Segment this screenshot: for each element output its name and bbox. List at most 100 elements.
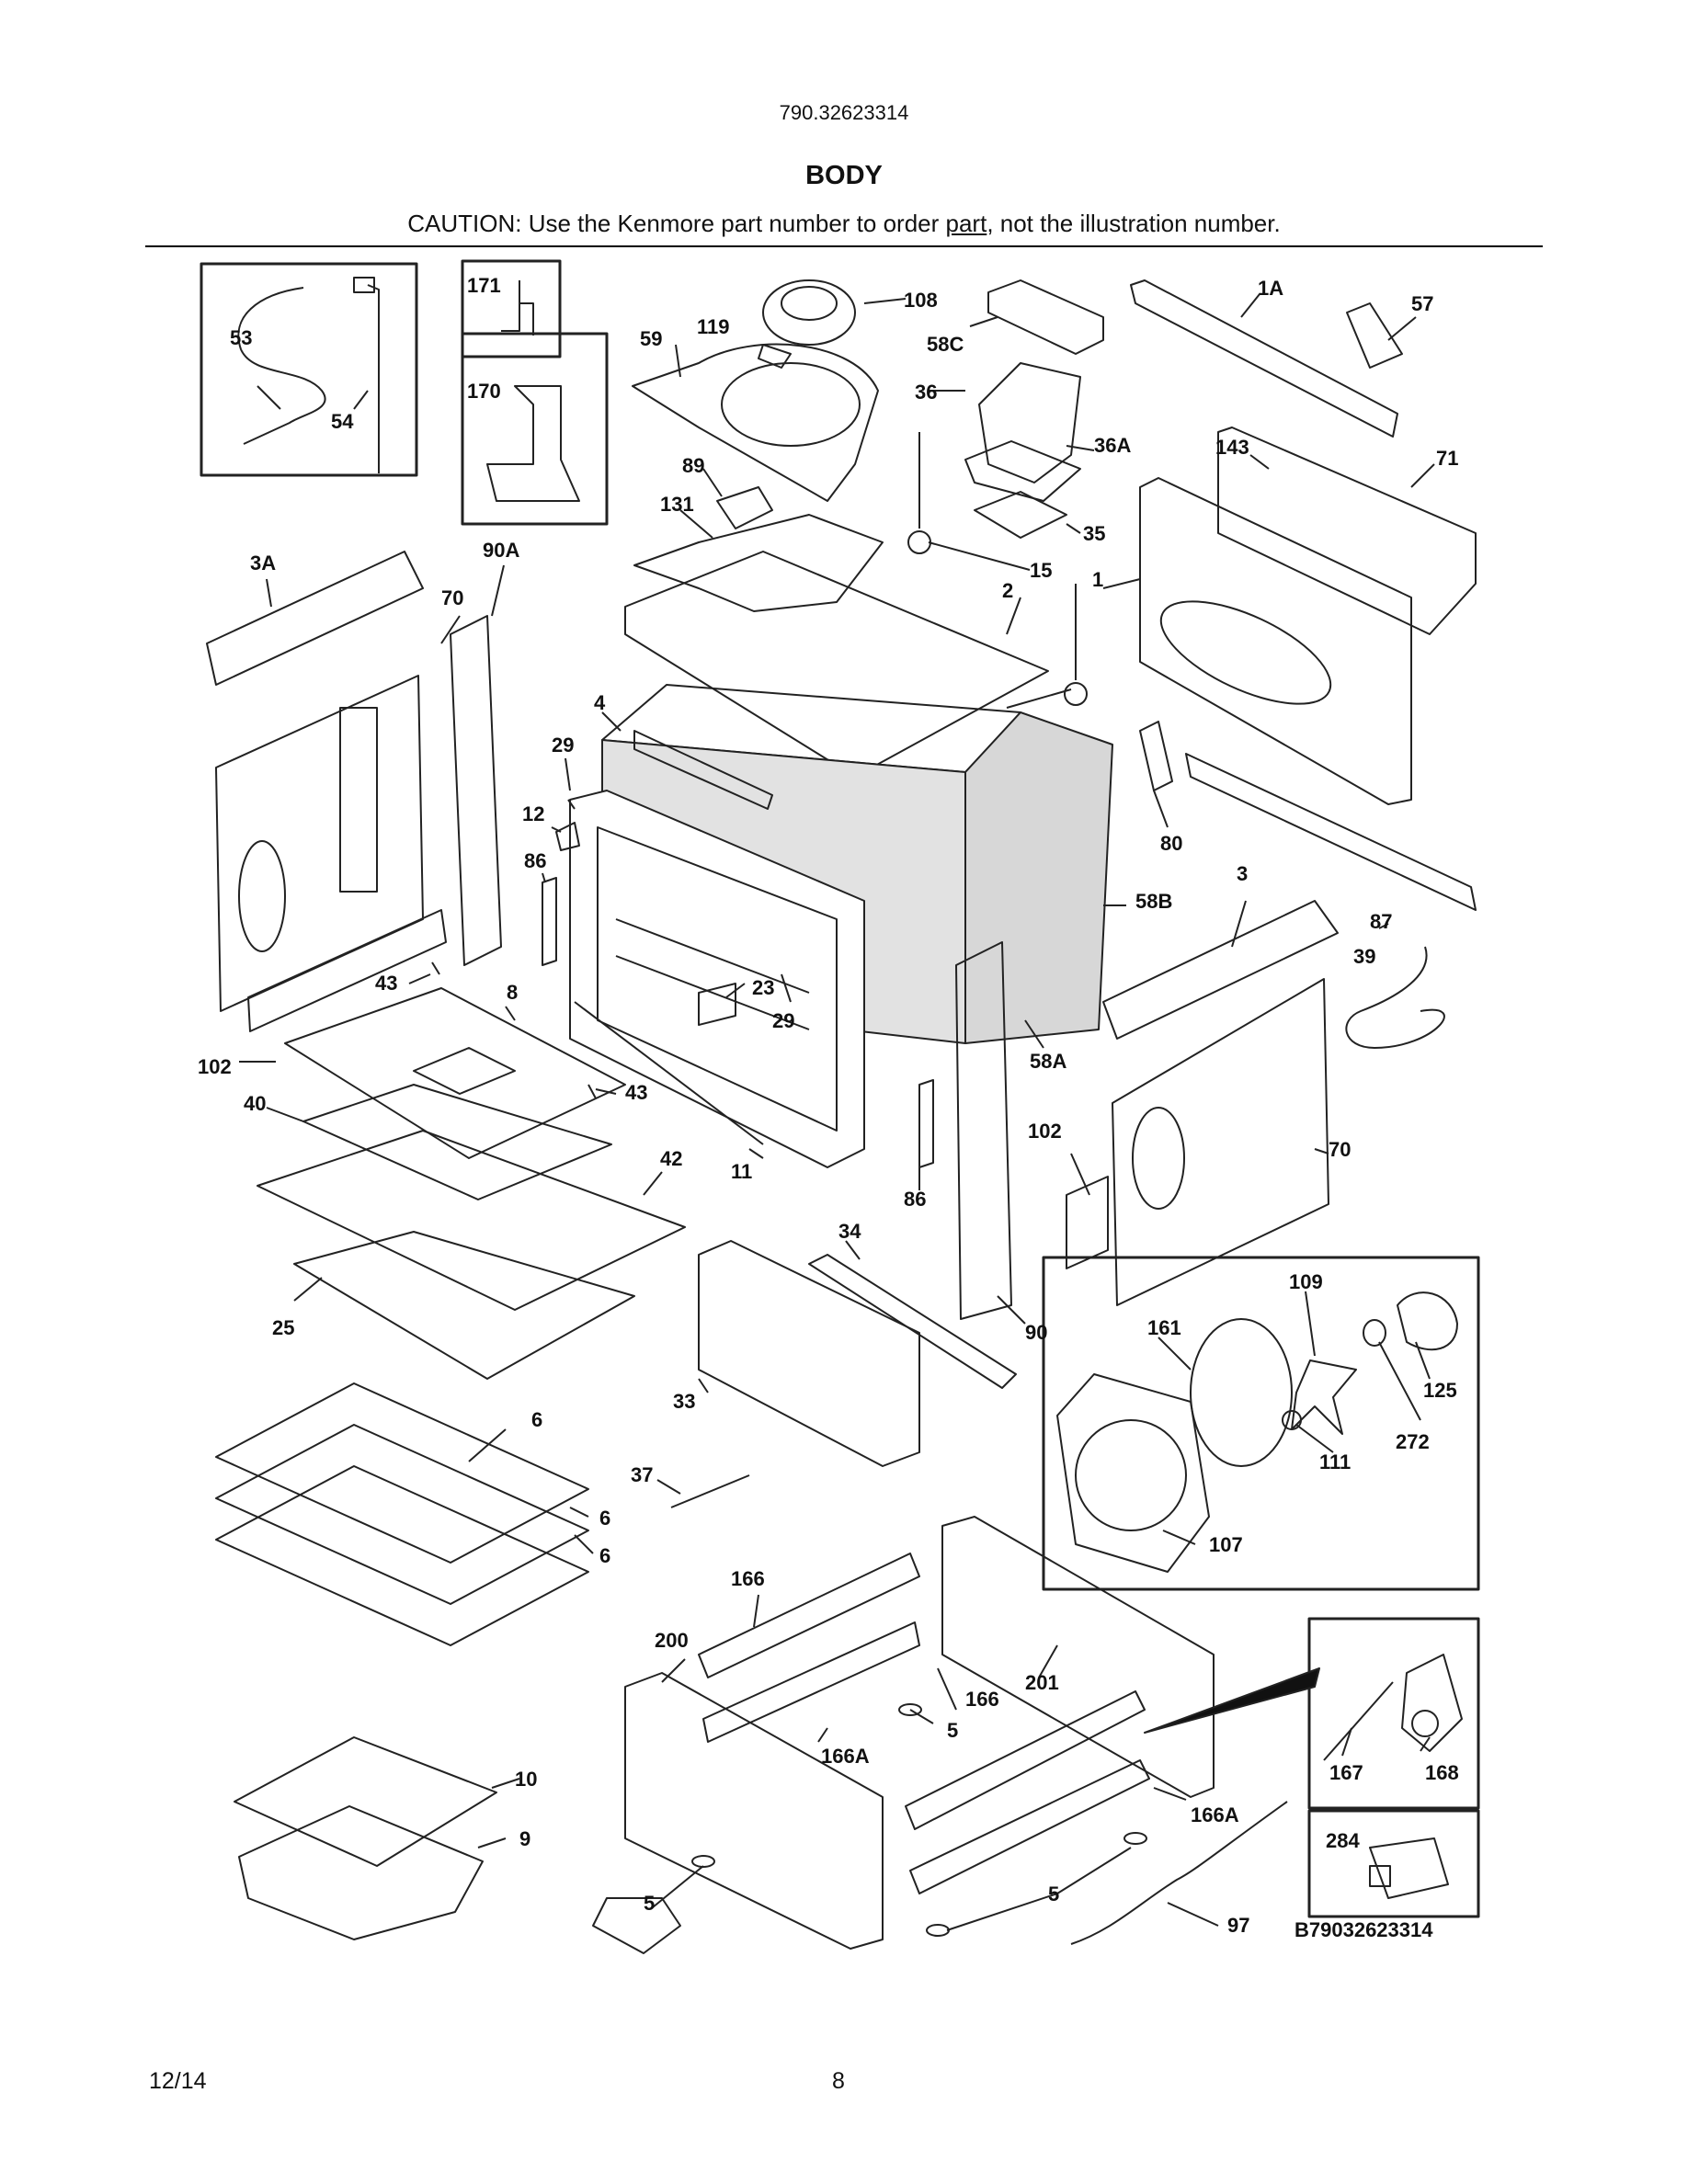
- blower-motor-top: [781, 286, 838, 321]
- callout-11: 11: [731, 1160, 752, 1183]
- callout-58A: 58A: [1030, 1050, 1066, 1073]
- rear-panel-1: [1139, 477, 1412, 805]
- trim-102-right: [1066, 1176, 1109, 1269]
- base-frame-200: [624, 1672, 884, 1950]
- vent-duct-36: [978, 362, 1081, 483]
- callout-143: 143: [1215, 436, 1249, 459]
- callout-39: 39: [1353, 945, 1375, 968]
- callout-4: 4: [594, 691, 606, 714]
- bracket-171: [501, 280, 534, 336]
- callout-87: 87: [1370, 910, 1392, 933]
- callout-5-c: 5: [1048, 1883, 1059, 1905]
- callout-111: 111: [1319, 1450, 1351, 1473]
- caution-text-end: , not the illustration number.: [987, 210, 1281, 237]
- power-cord-39: [1345, 946, 1445, 1049]
- drawing-code: B79032623314: [1295, 1918, 1433, 1941]
- bake-element-rail: [615, 918, 810, 1030]
- spacer-272: [1363, 1319, 1386, 1347]
- oven-rack-2: [215, 1424, 589, 1605]
- callout-36A: 36A: [1094, 434, 1131, 457]
- trim-102-left: [247, 909, 447, 1032]
- fan-nut-111: [1282, 1410, 1302, 1430]
- callout-37: 37: [631, 1463, 653, 1486]
- callout-166-left: 166: [731, 1567, 765, 1590]
- vent-gasket-35: [974, 491, 1067, 539]
- callout-23: 23: [752, 976, 774, 999]
- rear-top-rail-1A: [1130, 279, 1398, 438]
- base-rail-166-right: [905, 1690, 1146, 1830]
- callout-89: 89: [682, 454, 704, 477]
- inset-box-171: [461, 259, 562, 358]
- leveling-leg-5d: [926, 1924, 950, 1937]
- callout-42: 42: [660, 1147, 682, 1170]
- callout-25: 25: [272, 1316, 294, 1339]
- callout-86-right: 86: [904, 1188, 926, 1211]
- oven-door-opening: [597, 826, 838, 1132]
- callout-6-bottom: 6: [599, 1544, 610, 1567]
- convection-element-161: [1190, 1318, 1293, 1467]
- callout-97: 97: [1227, 1914, 1249, 1937]
- inset-box-convection: [1042, 1256, 1480, 1591]
- callout-70-right: 70: [1329, 1138, 1351, 1161]
- hinge-rod-167: [1323, 1681, 1394, 1761]
- inset-box-170: [461, 332, 609, 526]
- leader-lines: [239, 293, 1435, 1931]
- callout-201: 201: [1025, 1671, 1059, 1694]
- side-rail-3: [1102, 900, 1339, 1040]
- sensor-89: [716, 486, 773, 529]
- callout-70-left: 70: [441, 586, 463, 609]
- callout-108: 108: [904, 289, 938, 312]
- callout-272: 272: [1396, 1430, 1430, 1453]
- base-rail-166A-left: [702, 1621, 920, 1743]
- rear-panel-fan-ring: [1159, 600, 1332, 705]
- caution-notice: CAUTION: Use the Kenmore part number to …: [0, 210, 1688, 238]
- caution-underlined-word: part: [945, 210, 987, 237]
- header-rule: [145, 245, 1543, 247]
- caution-text: CAUTION: Use the Kenmore part number to …: [407, 210, 946, 237]
- side-panel-70-left: [215, 675, 424, 1012]
- rear-liner-71: [1217, 427, 1477, 635]
- callout-9: 9: [519, 1827, 530, 1850]
- callout-58B: 58B: [1135, 890, 1172, 913]
- screw-29: [567, 799, 576, 810]
- temp-sensor-bulb-b: [1064, 682, 1088, 706]
- callout-1: 1: [1092, 568, 1103, 591]
- door-gasket-11: [574, 1001, 764, 1145]
- callout-5-a: 5: [947, 1719, 958, 1742]
- hinge-receiver-86a: [542, 877, 557, 966]
- callout-166-right: 166: [965, 1688, 999, 1711]
- callout-2: 2: [1002, 579, 1013, 602]
- callout-166A-right: 166A: [1191, 1803, 1239, 1826]
- callout-102-right: 102: [1028, 1120, 1062, 1143]
- strip-58B: [1006, 688, 1072, 709]
- callout-6-middle: 6: [599, 1507, 610, 1530]
- support-bar-4: [633, 730, 773, 810]
- convection-fan-grille: [1075, 1419, 1187, 1531]
- bottom-pan-inner: [413, 1047, 516, 1095]
- side-panel-window-right: [1132, 1107, 1185, 1210]
- callout-86-left: 86: [524, 849, 546, 872]
- callout-167: 167: [1329, 1761, 1363, 1784]
- model-number: 790.32623314: [779, 101, 909, 124]
- drawer-box-42: [257, 1130, 686, 1311]
- callout-8: 8: [507, 981, 518, 1004]
- callout-1A: 1A: [1258, 277, 1283, 300]
- inset-box-probe: [200, 262, 418, 477]
- side-rail-3A: [206, 551, 424, 686]
- side-panel-70-right: [1112, 978, 1329, 1306]
- callout-53: 53: [230, 326, 252, 349]
- callout-54: 54: [331, 410, 354, 433]
- base-frame-201: [941, 1516, 1215, 1798]
- blower-ring: [721, 362, 861, 447]
- callout-labels: 53 54 171 170 119 108 59 58C 36 36A 35 8…: [198, 274, 1459, 1941]
- blower-housing: [632, 343, 879, 502]
- callout-80: 80: [1160, 832, 1182, 855]
- callout-33: 33: [673, 1390, 695, 1413]
- convection-cover-107: [1056, 1373, 1210, 1573]
- trim-90A: [450, 615, 502, 966]
- callout-34: 34: [838, 1220, 861, 1243]
- vent-cap-58C: [987, 279, 1104, 355]
- callout-43-left: 43: [375, 972, 397, 995]
- callout-131: 131: [660, 493, 694, 516]
